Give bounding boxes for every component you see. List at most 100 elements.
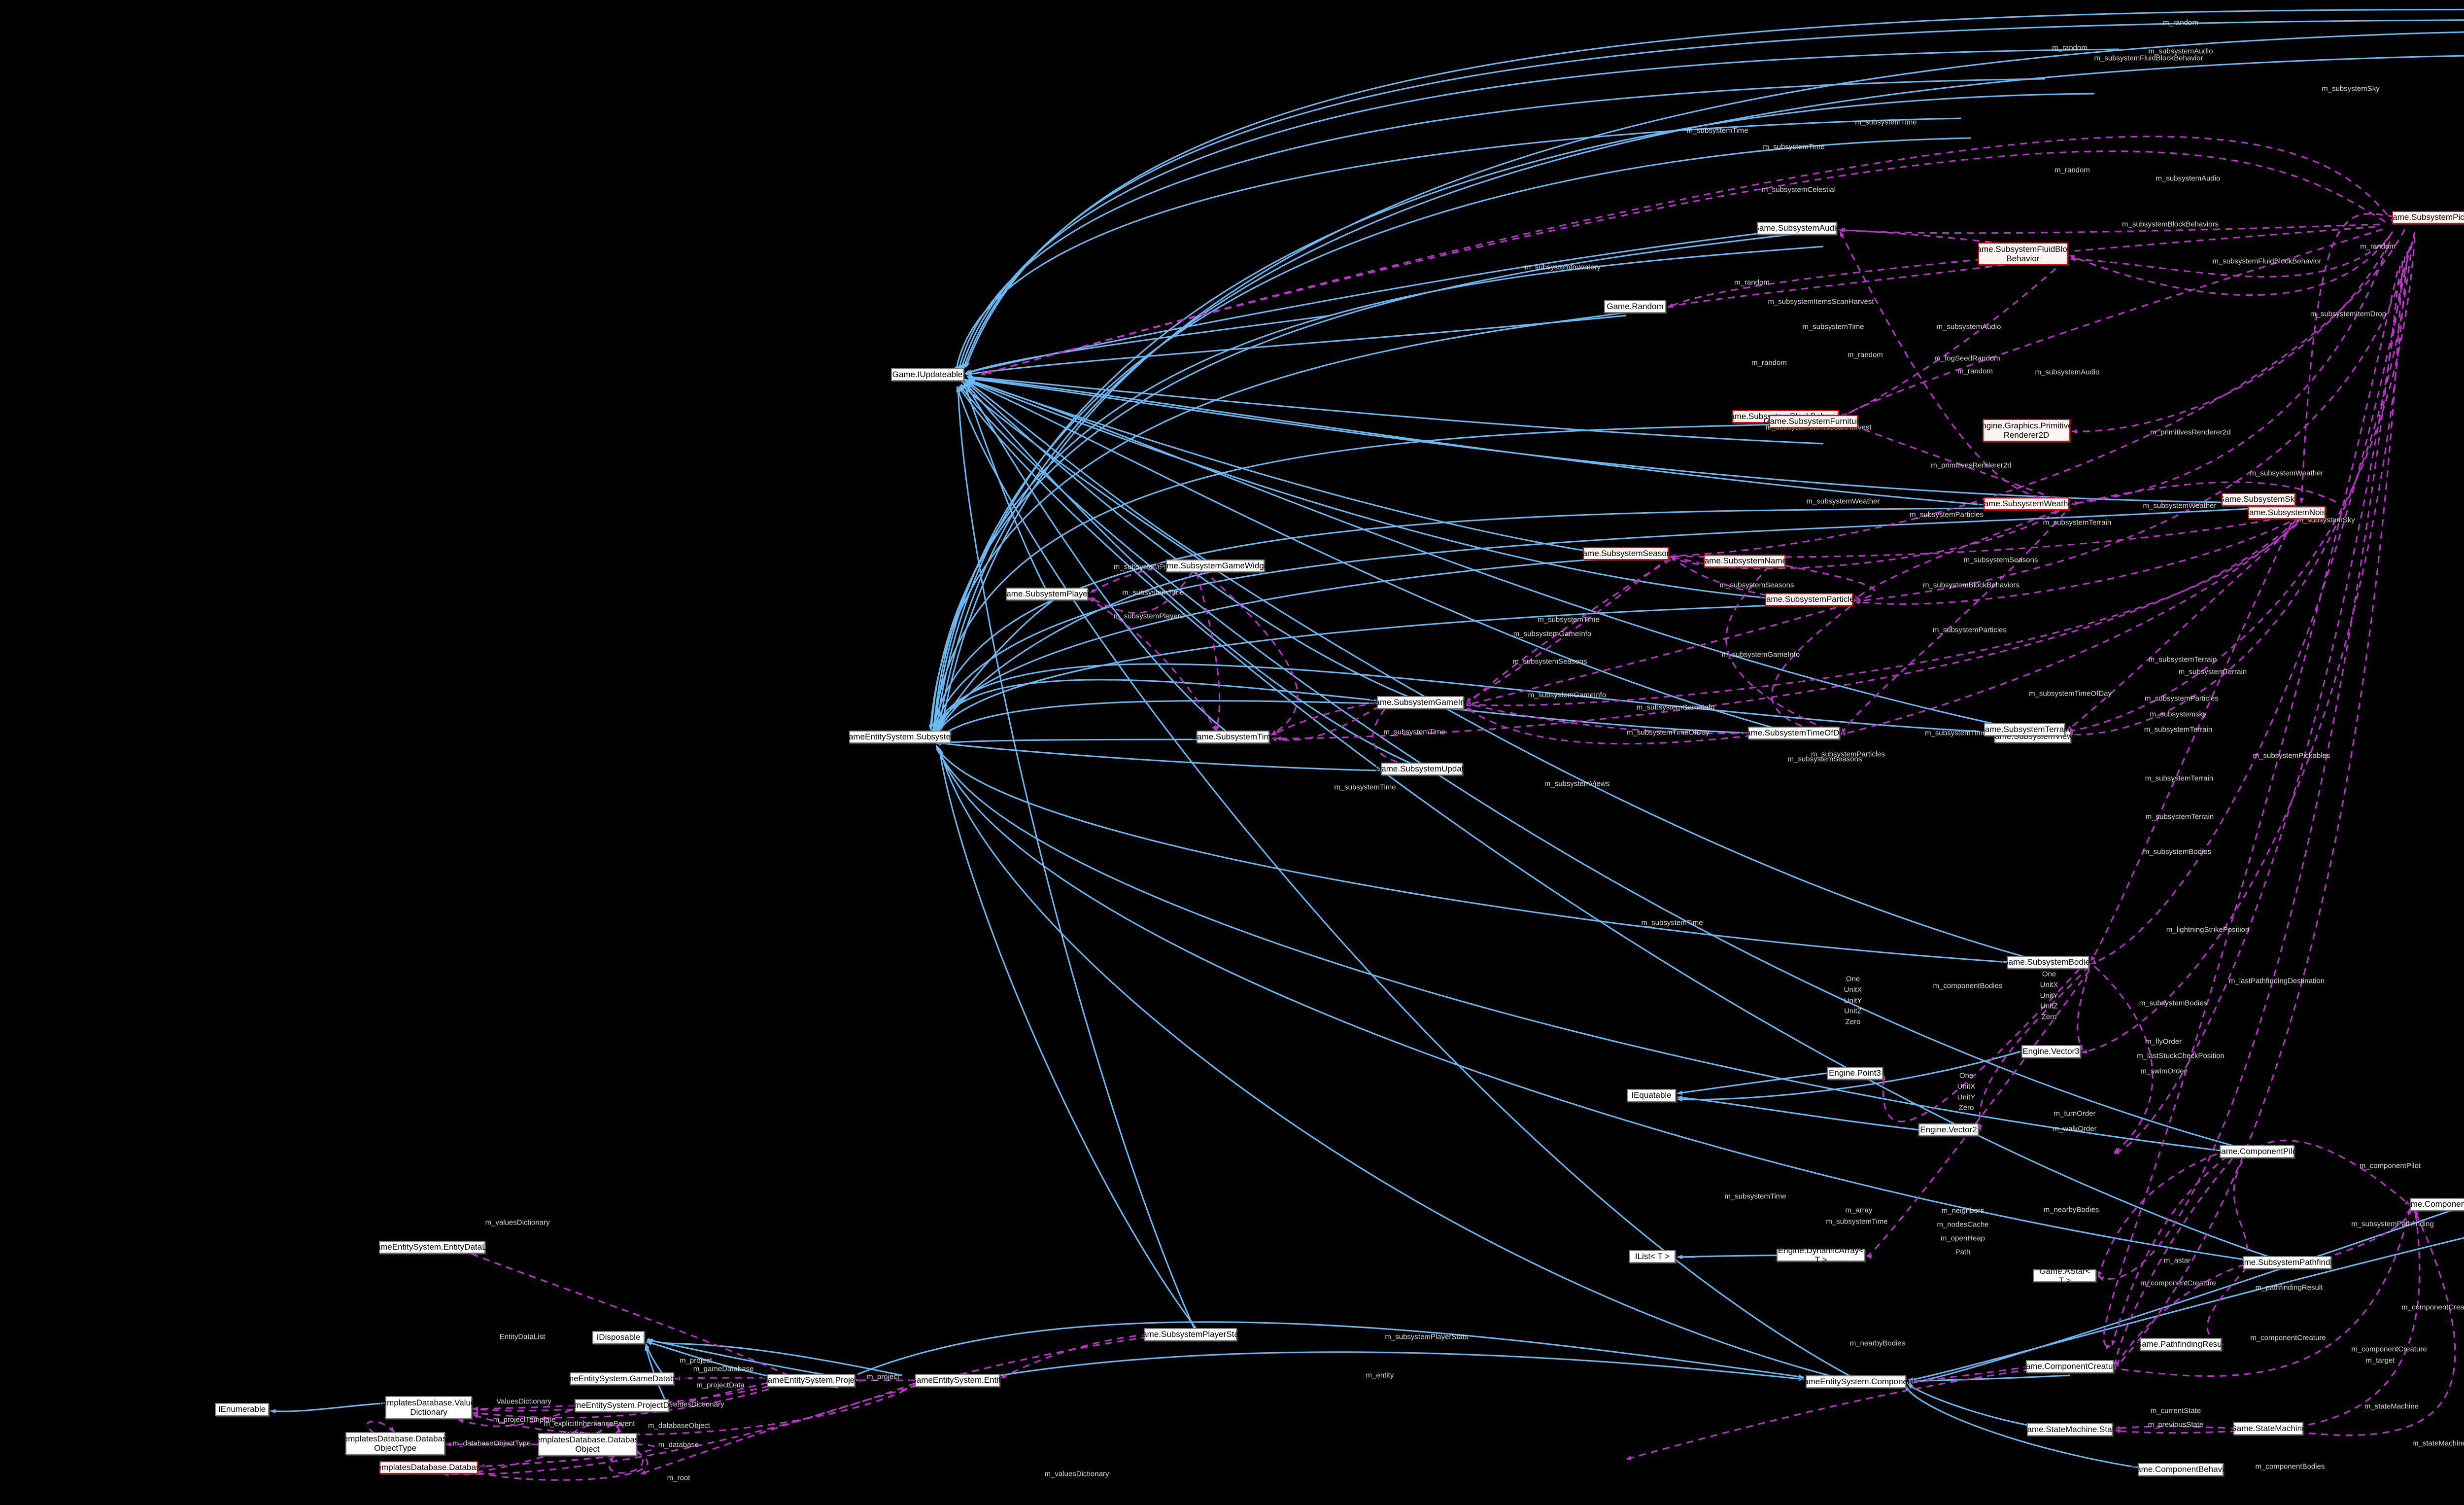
edge-label: m_subsystemPlayers bbox=[1113, 612, 1184, 621]
edge-label: m_valuesDictionary bbox=[1044, 1470, 1109, 1478]
graph-node[interactable]: IList< T > bbox=[1629, 1250, 1676, 1263]
edge-label: m_primitivesRenderer2d bbox=[2150, 428, 2231, 437]
edge-label: m_lastPathfindingDestination bbox=[2228, 977, 2325, 985]
edge-label: m_subsystemTerrain bbox=[2144, 725, 2213, 734]
graph-node[interactable]: Game.SubsystemAudio bbox=[1753, 222, 1841, 235]
graph-node[interactable]: TemplatesDatabase.Database Object bbox=[531, 1433, 644, 1456]
graph-node[interactable]: Engine.Vector3 bbox=[2021, 1045, 2081, 1058]
edge-label: m_subsystemGameInfo bbox=[1721, 650, 1800, 659]
graph-node[interactable]: IEnumerable bbox=[215, 1403, 269, 1416]
graph-node[interactable]: Game.SubsystemTimeOfDay bbox=[1740, 727, 1848, 739]
edge-label: m_subsystemTimeOfDay bbox=[1627, 728, 1710, 737]
edge-label: m_stateMachine bbox=[2412, 1439, 2464, 1448]
graph-node[interactable]: Game.SubsystemPlayers bbox=[1000, 588, 1095, 600]
edge-label: m_project bbox=[680, 1356, 712, 1365]
graph-node[interactable]: Engine.Point3 bbox=[1827, 1067, 1883, 1080]
graph-node[interactable]: GameEntitySystem.Component bbox=[1797, 1375, 1915, 1388]
edge-label: m_subsystemItemDrop bbox=[2310, 310, 2387, 318]
edge-label: m_root bbox=[667, 1473, 690, 1482]
graph-node[interactable]: Game.SubsystemGameInfo bbox=[1369, 696, 1472, 709]
graph-node[interactable]: Game.SubsystemUpdate bbox=[1375, 763, 1469, 775]
edge-label: m_subsystemWeather bbox=[2250, 469, 2324, 478]
graph-node[interactable]: Game.SubsystemPlayerStats bbox=[1136, 1328, 1245, 1341]
edge-label: m_subsystemAudio bbox=[2156, 174, 2221, 183]
graph-node[interactable]: Game.SubsystemParticles bbox=[1760, 593, 1858, 606]
edge-label: m_subsystemSeasons bbox=[1787, 755, 1862, 764]
graph-node[interactable]: IEquatable bbox=[1627, 1089, 1676, 1102]
edge-label: m_random bbox=[1957, 367, 1993, 376]
graph-node[interactable]: Game.SubsystemWeather bbox=[1977, 497, 2076, 510]
graph-node[interactable]: Game.SubsystemFurniture bbox=[1763, 415, 1864, 428]
graph-node[interactable]: GameEntitySystem.Project bbox=[761, 1374, 861, 1387]
graph-node[interactable]: Engine.DynamicArray< T > bbox=[1777, 1246, 1865, 1264]
graph-node[interactable]: Game.SubsystemTerrain bbox=[1978, 723, 2071, 736]
edge-label: m_componentCreature bbox=[2250, 1333, 2326, 1342]
edge-label: m_subsystemParticles bbox=[1932, 626, 2007, 634]
graph-node[interactable]: Game.StateMachine.State bbox=[2020, 1423, 2119, 1436]
graph-node[interactable]: Game.ComponentBehavior bbox=[2130, 1463, 2231, 1476]
edge-label: m_subsystemTime bbox=[1122, 588, 1184, 597]
graph-node[interactable]: Game.ComponentPilot bbox=[2215, 1145, 2299, 1158]
edge-label: m_subsystemSeasons bbox=[1719, 581, 1794, 590]
edge-label: m_subsystemPathfinding bbox=[2351, 1220, 2434, 1228]
graph-node[interactable]: Game.SubsystemSky bbox=[2218, 493, 2299, 506]
graph-node[interactable]: Game.SubsystemPickables bbox=[2386, 211, 2464, 224]
edge-label-group: One UnitX UnitY UnitZ Zero bbox=[1844, 975, 1862, 1026]
edge-label: m_componentPilot bbox=[2359, 1161, 2421, 1170]
graph-node[interactable]: GameEntitySystem.Subsystem bbox=[842, 731, 958, 743]
edge-label: m_primitivesRenderer2d bbox=[1931, 461, 2012, 470]
graph-node[interactable]: TemplatesDatabase.Database ObjectType bbox=[339, 1432, 451, 1455]
edge-label: m_database bbox=[658, 1440, 699, 1449]
edge-label: m_subsystemGameInfo bbox=[1636, 703, 1715, 712]
graph-node[interactable]: GameEntitySystem.GameDatabase bbox=[555, 1372, 688, 1385]
edge-label: m_nearbyBodies bbox=[2043, 1205, 2099, 1214]
edge-label-group: One UnitX UnitY Zero bbox=[1957, 1071, 1976, 1112]
edge-label: m_turnOrder bbox=[2053, 1109, 2096, 1118]
edge-label: m_subsystemViews bbox=[1544, 779, 1610, 788]
graph-node[interactable]: IDisposable bbox=[592, 1331, 645, 1344]
graph-node[interactable]: TemplatesDatabase.Database bbox=[373, 1461, 485, 1474]
edge-label-group: One UnitX UnitY UnitZ Zero bbox=[2040, 970, 2058, 1021]
graph-node[interactable]: Game.Random bbox=[1604, 300, 1666, 313]
graph-node[interactable]: Game.PathfindingResult bbox=[2135, 1338, 2226, 1351]
edge-label: m_subsystemGameInfo bbox=[1528, 691, 1607, 700]
graph-node[interactable]: Game.SubsystemNoise bbox=[2243, 506, 2330, 519]
graph-node[interactable]: Game.SubsystemSeasons bbox=[1576, 547, 1676, 560]
graph-node[interactable]: Game.SubsystemPathfinding bbox=[2233, 1256, 2341, 1269]
edge-label: m_subsystemAudio bbox=[2035, 368, 2100, 377]
edge-label: m_subsystemTerrain bbox=[2178, 667, 2247, 676]
graph-node[interactable]: Game.ComponentPathfinding bbox=[2399, 1198, 2464, 1211]
graph-node[interactable]: Game.IUpdateable bbox=[891, 368, 964, 381]
graph-node[interactable]: Game.SubsystemTime bbox=[1191, 731, 1275, 743]
edge-label: m_subsystemAudio bbox=[2148, 47, 2213, 56]
graph-node[interactable]: Engine.Graphics.Primitives Renderer2D bbox=[1976, 419, 2077, 442]
graph-node[interactable]: GameEntitySystem.EntityDataList bbox=[369, 1241, 495, 1254]
edge-label: m_array bbox=[1845, 1206, 1873, 1215]
graph-node[interactable]: Game.AStar< T > bbox=[2033, 1266, 2096, 1285]
graph-node[interactable]: Game.SubsystemBodies bbox=[2002, 956, 2094, 969]
edge-label: m_subsystemTerrain bbox=[2145, 812, 2214, 821]
edge-label: EntityDataList bbox=[499, 1332, 546, 1341]
edge-label: m_subsystemSky bbox=[2322, 84, 2380, 93]
edge-label: m_astar bbox=[2163, 1256, 2191, 1265]
graph-node[interactable]: GameEntitySystem.ProjectData bbox=[563, 1399, 681, 1412]
edge-label: m_entity bbox=[1366, 1371, 1394, 1380]
graph-node[interactable]: Game.StateMachine bbox=[2230, 1422, 2306, 1435]
graph-node[interactable]: Game.SubsystemFluidBlock Behavior bbox=[1970, 243, 2076, 265]
edge-label: m_nearbyBodies bbox=[1849, 1339, 1906, 1348]
edge-label: m_currentState bbox=[2150, 1406, 2201, 1415]
graph-node[interactable]: Game.ComponentCreature bbox=[2019, 1360, 2121, 1373]
edge-label: m_subsystemBlockBehaviors bbox=[1923, 581, 2019, 590]
graph-node[interactable]: Engine.Vector2 bbox=[1918, 1123, 1979, 1136]
edge-label: m_subsystemFluidBlockBehavior bbox=[2094, 54, 2203, 63]
edge-label: m_subsystemTime bbox=[1724, 1192, 1786, 1201]
graph-node[interactable]: GameEntitySystem.Entity bbox=[910, 1374, 1005, 1387]
edge-label: m_componentCreature bbox=[2401, 1303, 2464, 1312]
edge-label: m_subsystemsky bbox=[2150, 710, 2207, 719]
edge-label: m_swimOrder bbox=[2140, 1067, 2187, 1076]
graph-node[interactable]: Game.SubsystemGameWidgets bbox=[1156, 560, 1275, 572]
graph-node[interactable]: TemplatesDatabase.Values Dictionary bbox=[378, 1396, 479, 1419]
edge-label: m_random bbox=[2052, 43, 2088, 52]
graph-node[interactable]: Game.SubsystemNames bbox=[1698, 555, 1791, 567]
